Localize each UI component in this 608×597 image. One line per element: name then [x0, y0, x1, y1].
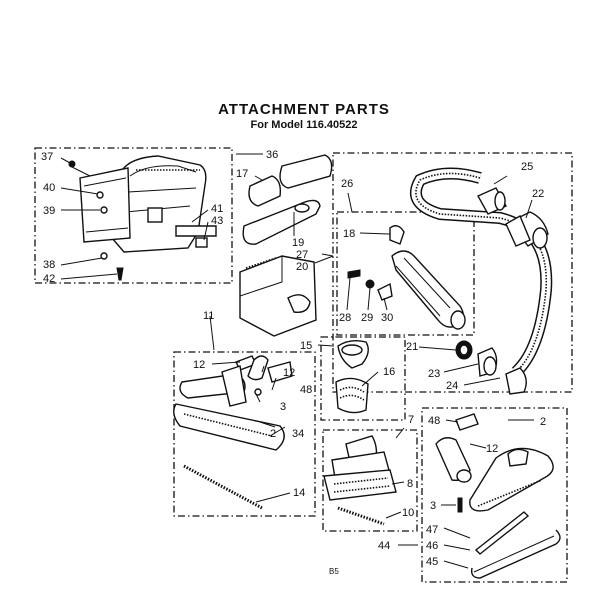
- screw-set-caddy: [68, 160, 124, 281]
- callout-15: 15: [300, 340, 312, 352]
- callout-40: 40: [43, 182, 55, 194]
- callout-12-floor-a: 12: [193, 359, 205, 371]
- page-number: B5: [329, 567, 339, 576]
- callout-17: 17: [236, 168, 248, 180]
- dusting-brush-illustration: [335, 339, 369, 414]
- callout-27: 27: [296, 249, 308, 261]
- callout-14: 14: [293, 487, 305, 499]
- flexible-hose-illustration: [410, 167, 553, 377]
- callout-22: 22: [532, 188, 544, 200]
- callout-11: 11: [203, 310, 214, 322]
- callout-26: 26: [341, 178, 353, 190]
- callout-12-floor-b: 12: [283, 367, 295, 379]
- model-subtitle: For Model 116.40522: [250, 119, 358, 131]
- callout-28: 28: [339, 312, 351, 324]
- callout-47: 47: [426, 524, 438, 536]
- callout-41: 41: [211, 203, 223, 215]
- callout-10: 10: [402, 507, 414, 519]
- callout-3-nozzle: 3: [430, 500, 436, 512]
- callout-36: 36: [266, 149, 278, 161]
- callout-21: 21: [406, 341, 418, 353]
- callout-38: 38: [43, 259, 55, 271]
- callout-37: 37: [41, 151, 53, 163]
- crevice-tool-bracket-illustration: [239, 255, 317, 337]
- callout-30: 30: [381, 312, 393, 324]
- extension-wand-illustration: [242, 154, 333, 245]
- callout-12-nozzle: 12: [486, 443, 498, 455]
- hose-coupling-illustration: [505, 211, 549, 249]
- callout-29: 29: [361, 312, 373, 324]
- callout-23: 23: [428, 368, 440, 380]
- callout-2-floor: 2: [270, 428, 276, 440]
- group-box-power-nozzle: [421, 407, 568, 583]
- group-box-upholstery-tool: [322, 429, 418, 532]
- group-box-floor-brush: [173, 351, 316, 517]
- callout-7: 7: [408, 414, 414, 426]
- hose-screws-illustration: [347, 269, 393, 301]
- hose-cuffs-illustration: [455, 340, 527, 395]
- callout-3-floor: 3: [280, 401, 286, 413]
- callout-25: 25: [521, 161, 533, 173]
- page-title: ATTACHMENT PARTS: [218, 101, 390, 118]
- callout-8: 8: [407, 478, 413, 490]
- callout-16: 16: [383, 366, 395, 378]
- callout-44: 44: [378, 540, 390, 552]
- upholstery-tool-illustration: [323, 435, 397, 526]
- callout-48-nozzle: 48: [428, 415, 440, 427]
- callout-43: 43: [211, 215, 223, 227]
- callout-34: 34: [292, 428, 304, 440]
- callout-45: 45: [426, 556, 438, 568]
- power-nozzle-illustration: [435, 413, 561, 579]
- callout-46: 46: [426, 540, 438, 552]
- group-box-storage-caddy: [34, 147, 233, 284]
- callout-42: 42: [43, 273, 55, 285]
- callout-18: 18: [343, 228, 355, 240]
- floor-brush-illustration: [173, 355, 293, 510]
- callout-2-nozzle: 2: [540, 416, 546, 428]
- hose-handle-illustration: [389, 225, 466, 330]
- callout-24: 24: [446, 380, 458, 392]
- callout-48-floor: 48: [300, 384, 312, 396]
- callout-20: 20: [296, 261, 308, 273]
- group-box-dusting-brush: [320, 336, 406, 421]
- storage-caddy-illustration: [79, 155, 217, 253]
- callout-19: 19: [292, 237, 304, 249]
- callout-39: 39: [43, 205, 55, 217]
